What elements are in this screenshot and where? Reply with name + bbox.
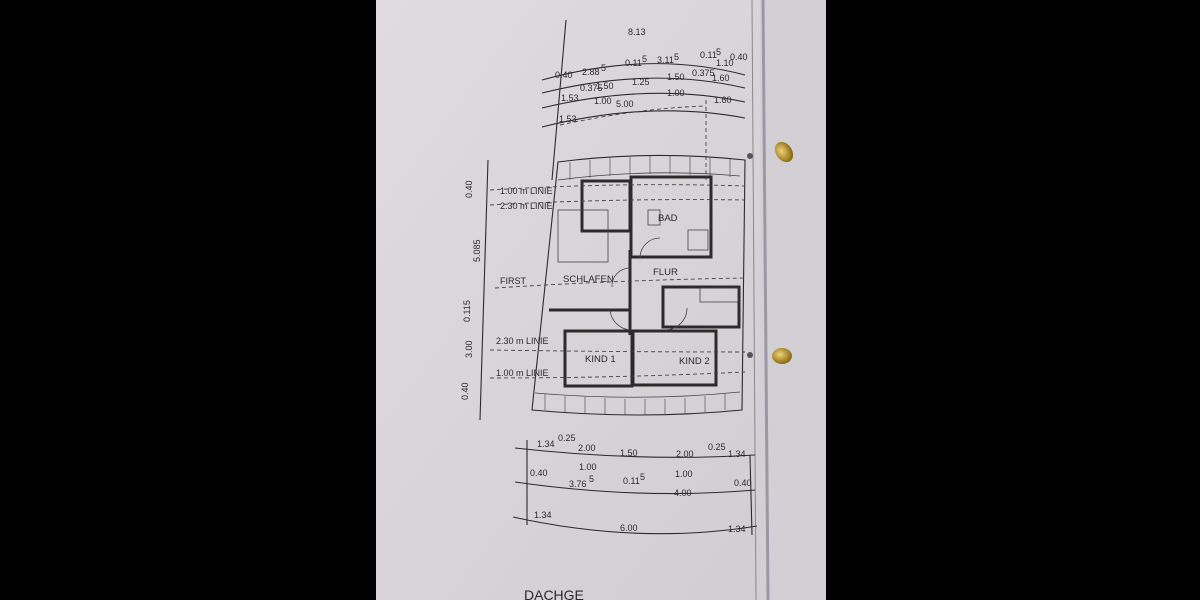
punch-hole bbox=[747, 352, 753, 358]
dim: 1.60 bbox=[714, 95, 732, 105]
dim: 1.00 bbox=[579, 462, 597, 472]
dim: 3.00 bbox=[464, 340, 474, 358]
room-label-kind2: KIND 2 bbox=[679, 356, 710, 367]
dim: 1.50 bbox=[667, 72, 685, 82]
room-label-flur: FLUR bbox=[653, 267, 678, 278]
left-dimensions: 0.40 5.085 0.115 3.00 0.40 bbox=[460, 159, 489, 421]
dim: 5 bbox=[716, 47, 721, 57]
dim: 0.25 bbox=[558, 433, 576, 443]
floor-plan: 1.00 m LINIE 2.30 m LINIE FIRST 2.30 m L… bbox=[489, 154, 746, 416]
page-edge-line bbox=[761, 0, 770, 600]
dim: 1.25 bbox=[632, 77, 650, 87]
binder-clip-icon bbox=[772, 348, 792, 364]
dim: 2.00 bbox=[676, 449, 694, 459]
dim-total-top: 8.13 bbox=[628, 27, 646, 37]
dim: 5 bbox=[589, 474, 594, 484]
dim: 1.50 bbox=[620, 448, 638, 458]
dim: 2.88 bbox=[582, 67, 600, 77]
dim: 5 bbox=[640, 472, 645, 482]
dim: 1.53 bbox=[559, 114, 577, 124]
plan-caption: DACHGE bbox=[524, 587, 584, 600]
dim: 0.375 bbox=[580, 83, 603, 93]
dim: 0.40 bbox=[464, 180, 474, 198]
dim: 0.375 bbox=[692, 68, 715, 78]
dim: 1.53 bbox=[561, 93, 579, 103]
dim: 3.76 bbox=[569, 479, 587, 489]
dim: 1.00 bbox=[667, 88, 685, 98]
dim: 1.34 bbox=[534, 510, 552, 520]
dim: 5 bbox=[642, 54, 647, 64]
dim: 6.00 bbox=[620, 523, 638, 533]
dim: 1.34 bbox=[728, 449, 746, 459]
dim: 1.00 bbox=[675, 469, 693, 479]
room-label-schlafen: SCHLAFEN bbox=[563, 274, 614, 285]
dim: 2.00 bbox=[578, 443, 596, 453]
dim: 0.40 bbox=[730, 52, 748, 62]
line-label: 1.00 m LINIE bbox=[496, 368, 549, 378]
dim: 5 bbox=[601, 63, 606, 73]
top-dimensions: 8.13 0.40 2.88 5 0.11 5 3.11 5 0.11 5 0.… bbox=[541, 19, 748, 181]
room-label-bad: BAD bbox=[658, 213, 678, 224]
dim: 0.40 bbox=[460, 382, 470, 400]
line-label: 2.30 m LINIE bbox=[496, 336, 549, 346]
dim: 0.25 bbox=[708, 442, 726, 452]
bottom-dimensions: 1.34 0.25 2.00 1.50 2.00 0.25 1.34 1.00 … bbox=[512, 433, 758, 536]
dim: 1.34 bbox=[728, 524, 746, 534]
dim: 3.11 bbox=[657, 55, 674, 65]
dim: 0.11 bbox=[700, 50, 717, 60]
line-label: 2.30 m LINIE bbox=[500, 201, 553, 211]
dim: 0.40 bbox=[530, 468, 548, 478]
dim: 1.10 bbox=[716, 58, 734, 68]
dim: 1.00 bbox=[594, 96, 612, 106]
frame-line bbox=[751, 0, 757, 600]
dim: 0.11 bbox=[623, 476, 640, 486]
dim: 0.40 bbox=[555, 70, 573, 80]
paper-edge bbox=[760, 0, 826, 600]
dim: 1.34 bbox=[537, 439, 555, 449]
dim: 5.085 bbox=[472, 239, 482, 262]
dim: 0.40 bbox=[734, 478, 752, 488]
dim: 1.50 bbox=[596, 81, 614, 91]
dim: 0.11 bbox=[625, 58, 642, 68]
dim: 4.00 bbox=[674, 488, 692, 498]
line-label: 1.00 m LINIE bbox=[500, 186, 553, 196]
dim: 5 bbox=[674, 52, 679, 62]
dim: 5.00 bbox=[616, 99, 634, 109]
line-label: FIRST bbox=[500, 276, 527, 286]
room-label-kind1: KIND 1 bbox=[585, 354, 616, 365]
binder-clip-icon bbox=[774, 141, 794, 163]
punch-hole bbox=[747, 153, 753, 159]
dim: 0.115 bbox=[462, 300, 472, 322]
dim: 1.60 bbox=[712, 73, 730, 83]
